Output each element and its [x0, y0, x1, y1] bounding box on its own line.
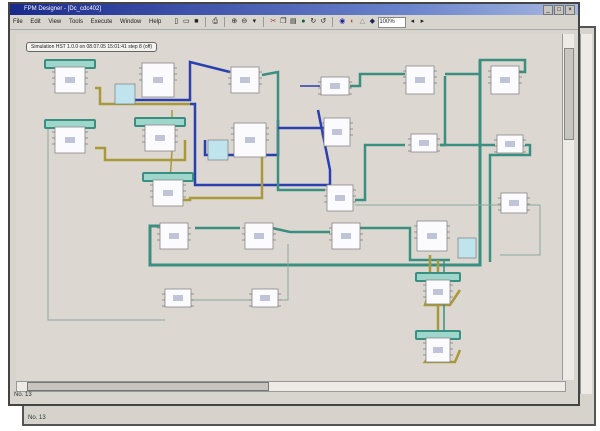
block-label-glyph[interactable] [330, 83, 340, 89]
menu-view[interactable]: View [48, 19, 62, 25]
toolbar: ▯ ▭ ■ ⎙ ⊕ ⊖ ▾ ✂ ❐ ▤ ● ↻ ↺ ◉ ◐ △ ◆ 100% ◂… [172, 16, 426, 28]
block-label-glyph[interactable] [169, 233, 179, 239]
signal-wire [445, 58, 527, 76]
menu-edit[interactable]: Edit [30, 19, 41, 25]
info-block[interactable] [457, 237, 477, 259]
back-status-text: No. 13 [28, 415, 46, 421]
block-label-glyph[interactable] [260, 295, 270, 301]
previous-icon[interactable]: ◂ [410, 18, 415, 25]
block-label-glyph[interactable] [254, 233, 264, 239]
menu-tools[interactable]: Tools [68, 19, 83, 25]
vertical-scroll-thumb[interactable] [564, 48, 574, 140]
signal-wire [180, 150, 264, 202]
save-icon[interactable]: ■ [194, 18, 199, 25]
offline-icon[interactable]: △ [359, 18, 366, 25]
block-label-glyph[interactable] [433, 347, 443, 353]
back-vertical-scrollbar[interactable] [580, 34, 592, 394]
diagram-canvas[interactable]: Simulation HST 1.0.0 on 08.07.05 15:01:4… [16, 34, 564, 380]
signal-wire [118, 60, 231, 104]
block-label-glyph[interactable] [155, 135, 165, 141]
new-file-icon[interactable]: ▯ [174, 18, 179, 25]
signal-wire [47, 120, 165, 321]
browse-icon[interactable]: ◉ [339, 18, 346, 25]
print-icon[interactable]: ⎙ [212, 18, 219, 25]
signal-wire [488, 143, 532, 262]
menu-bar: File Edit View Tools Execute Window Help [10, 19, 164, 25]
signal-wire [355, 143, 405, 202]
info-block[interactable] [207, 139, 229, 161]
signal-wire [95, 86, 190, 106]
close-icon[interactable]: × [565, 5, 575, 15]
block-label-glyph[interactable] [153, 77, 163, 83]
block-label-glyph[interactable] [65, 77, 75, 83]
next-icon[interactable]: ▸ [420, 18, 425, 25]
signal-wire [355, 204, 541, 256]
signal-wire [95, 140, 187, 162]
signal-wire [422, 260, 462, 364]
info-block[interactable] [114, 83, 136, 105]
monitor-icon[interactable]: ◆ [369, 18, 376, 25]
block-label-glyph[interactable] [427, 233, 437, 239]
maximize-icon[interactable]: □ [554, 5, 564, 15]
vertical-scrollbar[interactable] [562, 34, 574, 380]
block-label-glyph[interactable] [173, 295, 183, 301]
block-label-glyph[interactable] [65, 137, 75, 143]
run-icon[interactable]: ● [301, 18, 306, 25]
paste-icon[interactable]: ▤ [290, 18, 297, 25]
reset-icon[interactable]: ↺ [320, 18, 327, 25]
block-label-glyph[interactable] [332, 129, 342, 135]
menu-help[interactable]: Help [149, 19, 162, 25]
block-label-glyph[interactable] [433, 289, 443, 295]
horizontal-scroll-thumb[interactable] [27, 382, 269, 391]
main-window[interactable]: FPM Designer - [Dc_cdc402] _ □ × File Ed… [8, 2, 580, 406]
block-label-glyph[interactable] [335, 195, 345, 201]
online-icon[interactable]: ◐ [350, 18, 355, 25]
block-label-glyph[interactable] [415, 77, 425, 83]
block-label-glyph[interactable] [240, 77, 250, 83]
menu-window[interactable]: Window [119, 19, 142, 25]
block-label-glyph[interactable] [163, 190, 173, 196]
block-label-glyph[interactable] [245, 137, 255, 143]
window-title: FPM Designer - [Dc_cdc402] [24, 6, 102, 12]
signal-wire [350, 72, 405, 88]
zoom-input[interactable]: 100% [378, 16, 407, 28]
zoom-out-icon[interactable]: ⊖ [241, 18, 248, 25]
title-bar[interactable]: FPM Designer - [Dc_cdc402] _ □ × [10, 4, 578, 15]
menu-execute[interactable]: Execute [90, 19, 113, 25]
minimize-icon[interactable]: _ [543, 5, 553, 15]
block-label-glyph[interactable] [500, 77, 510, 83]
dropdown-icon[interactable]: ▾ [252, 18, 257, 25]
copy-icon[interactable]: ❐ [280, 18, 287, 25]
horizontal-scrollbar[interactable] [16, 381, 566, 392]
zoom-in-icon[interactable]: ⊕ [231, 18, 238, 25]
open-folder-icon[interactable]: ▭ [183, 18, 190, 25]
block-label-glyph[interactable] [419, 140, 429, 146]
cut-icon[interactable]: ✂ [270, 18, 277, 25]
step-icon[interactable]: ↻ [310, 18, 317, 25]
block-label-glyph[interactable] [509, 200, 519, 206]
function-block-diagram[interactable] [16, 34, 564, 380]
block-label-glyph[interactable] [341, 233, 351, 239]
signal-wire [440, 76, 447, 147]
signal-wire [261, 70, 325, 192]
block-label-glyph[interactable] [505, 141, 515, 147]
signal-wire [280, 244, 289, 301]
signal-wire [271, 226, 330, 234]
simulation-info-label: Simulation HST 1.0.0 on 08.07.05 15:01:4… [26, 42, 158, 52]
menu-file[interactable]: File [13, 19, 23, 25]
status-text: No. 13 [14, 392, 32, 398]
